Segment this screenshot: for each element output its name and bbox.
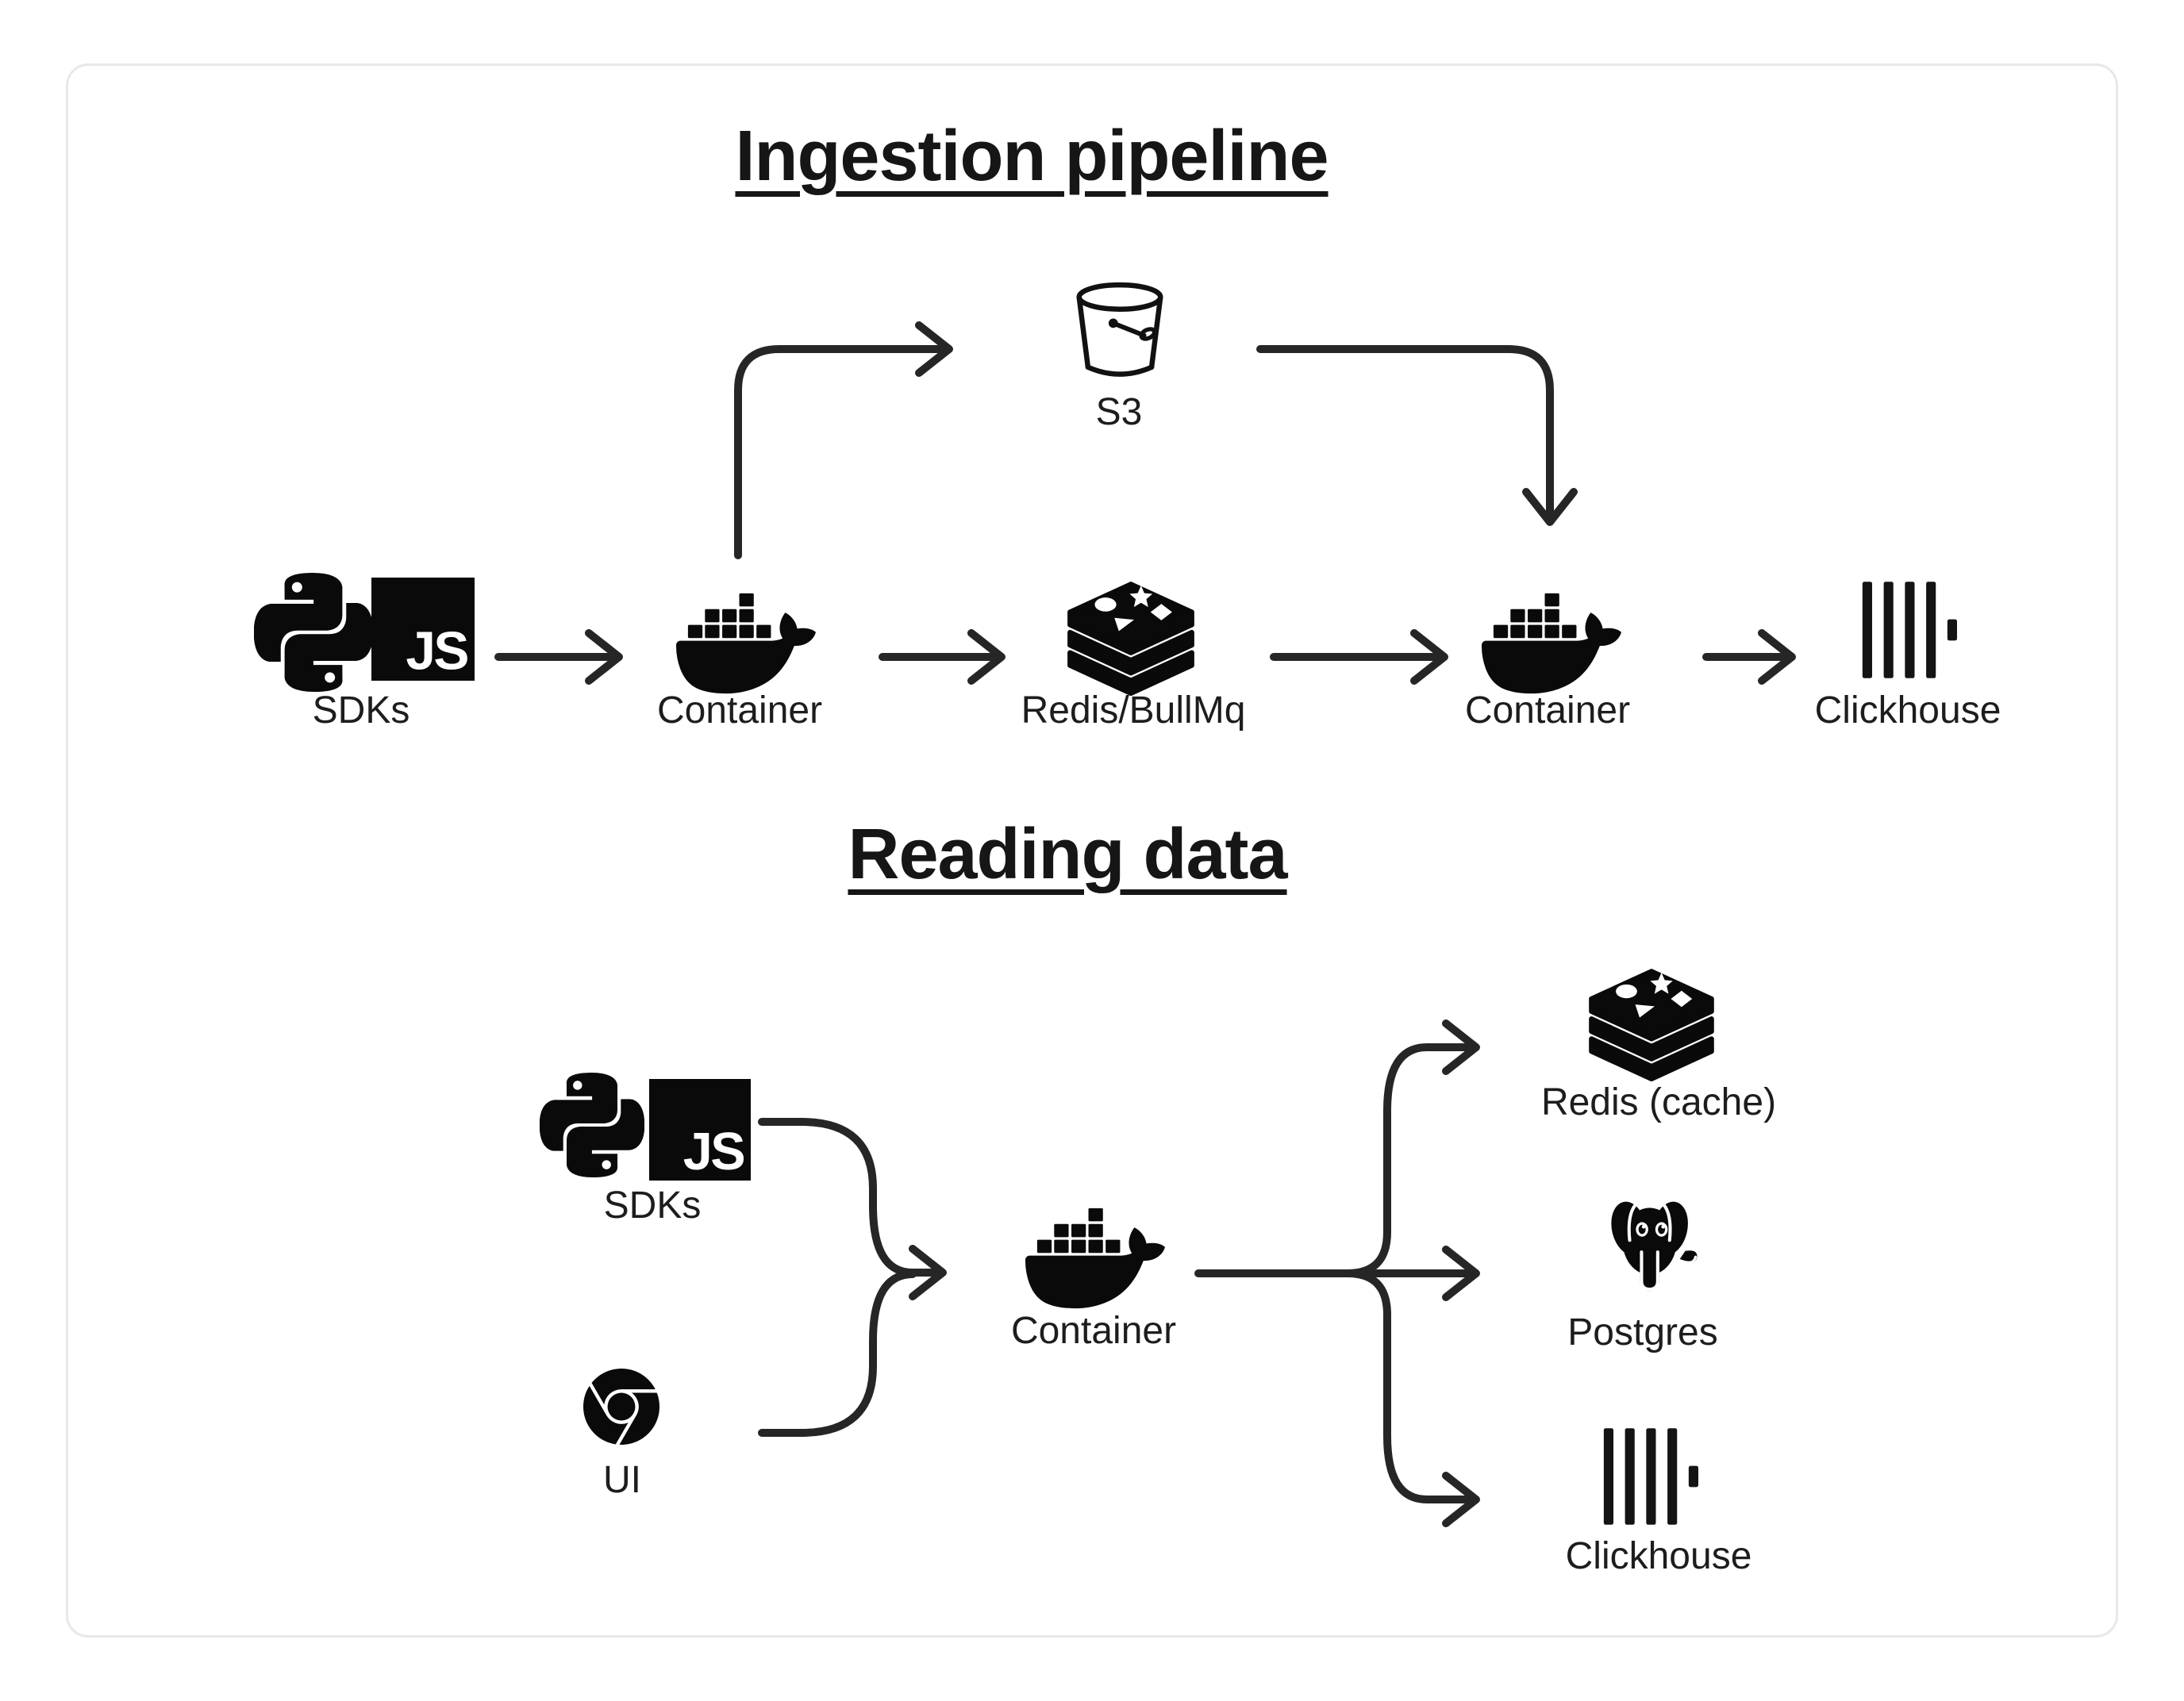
redis-cache-icon bbox=[1589, 966, 1714, 1081]
postgres-icon bbox=[1597, 1190, 1705, 1301]
container-label: Container bbox=[656, 689, 823, 731]
reading-data-title: Reading data bbox=[848, 815, 1287, 894]
clickhouse-label: Clickhouse bbox=[1565, 1535, 1752, 1577]
container-label: Container bbox=[1464, 689, 1631, 731]
python-icon bbox=[540, 1073, 644, 1177]
clickhouse-icon bbox=[1859, 582, 1957, 678]
s3-bucket-icon bbox=[1073, 279, 1167, 384]
sdks-label: SDKs bbox=[603, 1185, 702, 1227]
redis-icon bbox=[1067, 579, 1194, 696]
postgres-label: Postgres bbox=[1567, 1311, 1718, 1354]
js-badge-text: JS bbox=[406, 622, 467, 681]
redis-cache-label: Redis (cache) bbox=[1540, 1081, 1777, 1123]
sdks-label: SDKs bbox=[312, 689, 410, 731]
python-icon bbox=[254, 573, 373, 692]
javascript-icon: JS bbox=[371, 578, 475, 681]
ingestion-pipeline-title: Ingestion pipeline bbox=[735, 117, 1328, 196]
container-label: Container bbox=[1010, 1310, 1177, 1352]
js-badge-text: JS bbox=[683, 1123, 744, 1181]
clickhouse-label: Clickhouse bbox=[1814, 689, 2001, 731]
ui-label: UI bbox=[603, 1459, 641, 1501]
docker-icon bbox=[1025, 1188, 1165, 1328]
s3-label: S3 bbox=[1095, 391, 1143, 433]
redis-bullmq-label: Redis/BullMq bbox=[1021, 689, 1246, 731]
diagram-card bbox=[66, 63, 2118, 1638]
javascript-icon: JS bbox=[649, 1079, 751, 1181]
clickhouse-icon bbox=[1600, 1428, 1698, 1525]
chrome-ui-icon bbox=[583, 1369, 659, 1445]
